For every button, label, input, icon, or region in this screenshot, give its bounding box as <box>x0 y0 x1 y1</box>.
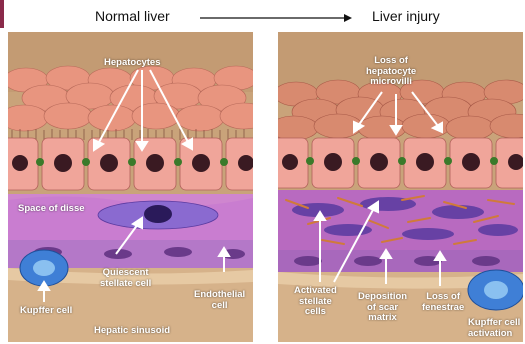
kupffer-cell-activation-label: Kupffer cell activation <box>468 318 520 339</box>
left-title: Normal liver <box>95 8 170 24</box>
quiescent-stellate-cell-label: Quiescent stellate cell <box>100 268 151 289</box>
endothelial-cell-label: Endothelial cell <box>194 290 245 311</box>
activated-stellate-cells-label: Activated stellate cells <box>294 286 337 318</box>
corner-mark <box>0 0 4 28</box>
liver-injury-panel: Loss of hepatocyte microvilli Activated … <box>278 32 523 342</box>
hepatocytes-label: Hepatocytes <box>104 58 161 69</box>
space-of-disse-label: Space of disse <box>18 204 85 215</box>
loss-of-microvilli-label: Loss of hepatocyte microvilli <box>366 56 416 88</box>
hepatic-sinusoid-label: Hepatic sinusoid <box>94 326 170 337</box>
progression-arrow <box>200 12 352 24</box>
loss-of-fenestrae-label: Loss of fenestrae <box>422 292 464 313</box>
right-title: Liver injury <box>372 8 440 24</box>
kupffer-cell-label: Kupffer cell <box>20 306 72 317</box>
normal-liver-panel: Hepatocytes Space of disse Quiescent ste… <box>8 32 253 342</box>
deposition-of-scar-matrix-label: Deposition of scar matrix <box>358 292 407 324</box>
